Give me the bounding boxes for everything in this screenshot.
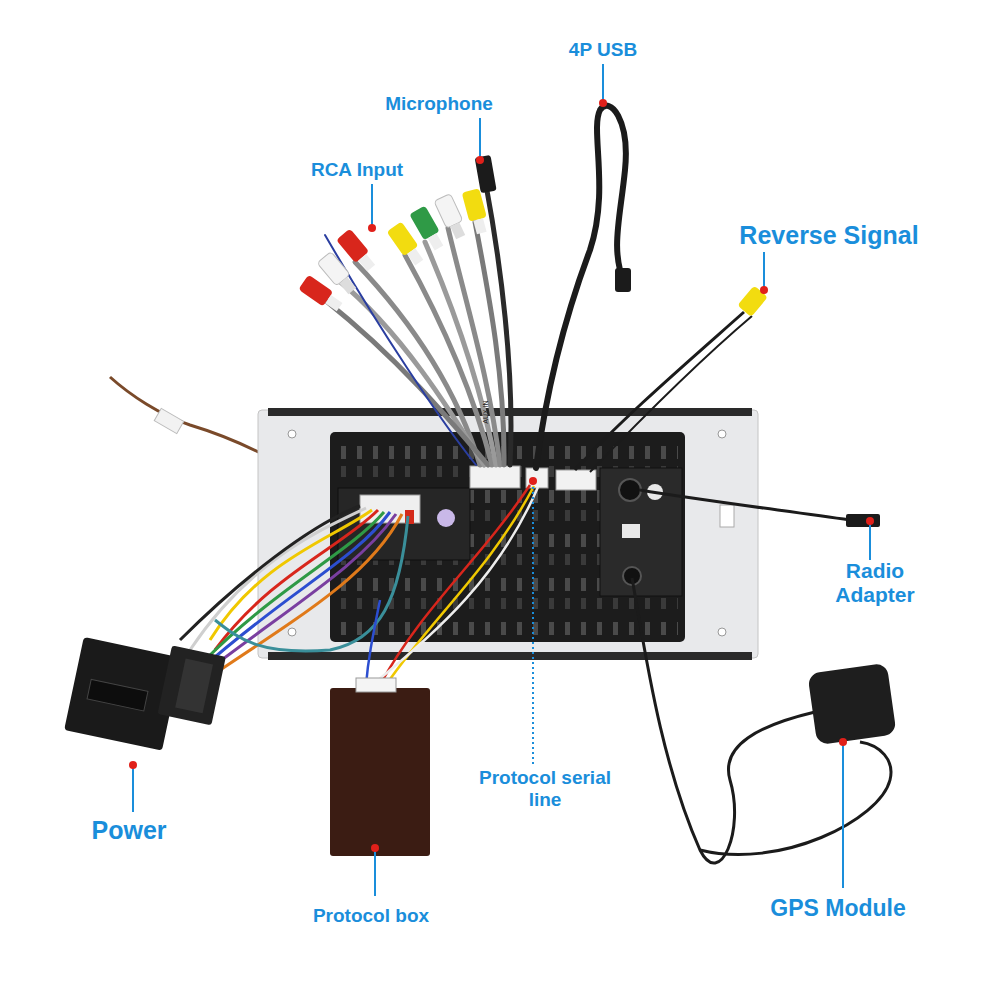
gps-cable [700, 742, 891, 855]
gps-puck [807, 663, 896, 745]
reverse-plug [737, 285, 768, 316]
callout-label: Radio Adapter [819, 559, 931, 607]
rca-cables [325, 185, 511, 465]
aux-connector [470, 466, 520, 488]
callout-label: Protocol serial line [465, 767, 625, 811]
plate-edge [268, 652, 752, 660]
cable-tag: AUX IN [482, 392, 490, 432]
callout-label: Protocol box [291, 905, 451, 927]
gps-cable [632, 578, 815, 863]
leader-lines [133, 64, 870, 896]
ce-sticker [437, 509, 455, 527]
callout-label: Microphone [359, 93, 519, 115]
usb-cable [536, 106, 626, 468]
screw-hole [288, 628, 296, 636]
protocol-box [330, 688, 430, 856]
screw-hole [718, 628, 726, 636]
usb-plug [615, 268, 631, 292]
callout-label: GPS Module [748, 895, 928, 921]
radio-plug [846, 514, 880, 527]
plate-slot [720, 505, 734, 527]
callout-label: 4P USB [543, 39, 663, 61]
callout-dots [129, 99, 874, 852]
screw-hole [718, 430, 726, 438]
protocol-plug [356, 678, 396, 692]
callout-label: Reverse Signal [699, 221, 959, 250]
protocol-wires [366, 485, 538, 685]
screw-hole [288, 430, 296, 438]
port-label [622, 524, 640, 538]
radio-cable [640, 490, 850, 520]
reverse-cable [590, 316, 752, 472]
wire-tag [154, 408, 184, 433]
power-connector [64, 627, 226, 759]
radio-port [619, 479, 641, 501]
port-panel [600, 468, 682, 596]
reverse-cable [575, 312, 744, 470]
camera-connector [556, 470, 596, 490]
callout-label: RCA Input [282, 159, 432, 181]
callout-label: Power [69, 816, 189, 845]
